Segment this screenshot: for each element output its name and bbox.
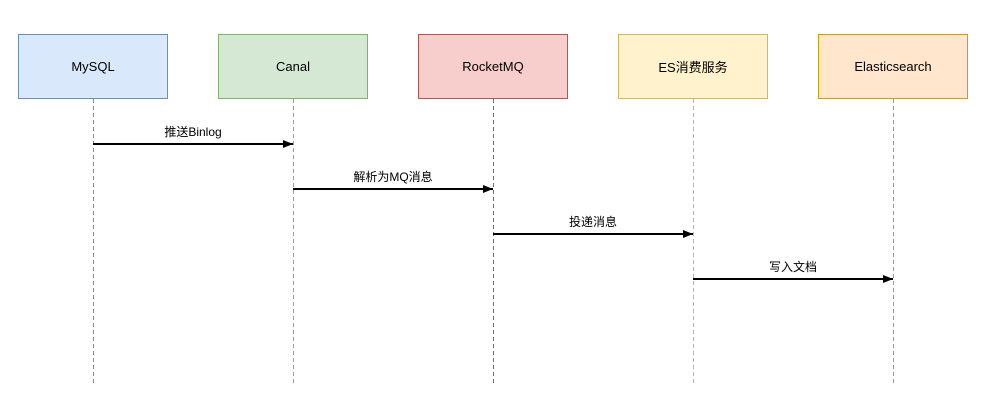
arrowhead-icon: [883, 274, 893, 283]
actor-label-es-consumer: ES消费服务: [658, 60, 728, 75]
actor-label-rocketmq: RocketMQ: [462, 59, 524, 74]
message-arrow-line: [493, 229, 693, 238]
message-push-binlog: 推送Binlog: [93, 124, 293, 148]
message-label-write-document: 写入文档: [768, 260, 817, 274]
message-arrow-line: [693, 274, 893, 283]
actor-box-elasticsearch: Elasticsearch: [818, 34, 968, 99]
actor-label-elasticsearch: Elasticsearch: [854, 59, 932, 74]
message-label-deliver-message: 投递消息: [568, 215, 617, 229]
message-parse-to-mq: 解析为MQ消息: [293, 169, 493, 193]
actor-box-es-consumer: ES消费服务: [618, 34, 768, 99]
actor-label-canal: Canal: [276, 59, 310, 74]
message-deliver-message: 投递消息: [493, 214, 693, 238]
actor-box-mysql: MySQL: [18, 34, 168, 99]
lifeline-mysql: [93, 99, 94, 384]
lifeline-elasticsearch: [893, 99, 894, 384]
message-arrow-line: [93, 139, 293, 148]
lifeline-canal: [293, 99, 294, 384]
message-label-parse-to-mq: 解析为MQ消息: [353, 170, 433, 184]
actor-label-mysql: MySQL: [71, 59, 115, 74]
arrowhead-icon: [683, 229, 693, 238]
actor-box-canal: Canal: [218, 34, 368, 99]
message-write-document: 写入文档: [693, 259, 893, 283]
arrowhead-icon: [283, 139, 293, 148]
message-label-push-binlog: 推送Binlog: [164, 125, 222, 139]
lifeline-rocketmq: [493, 99, 494, 384]
message-arrow-line: [293, 184, 493, 193]
actor-box-rocketmq: RocketMQ: [418, 34, 568, 99]
arrowhead-icon: [483, 184, 493, 193]
lifeline-es-consumer: [693, 99, 694, 384]
